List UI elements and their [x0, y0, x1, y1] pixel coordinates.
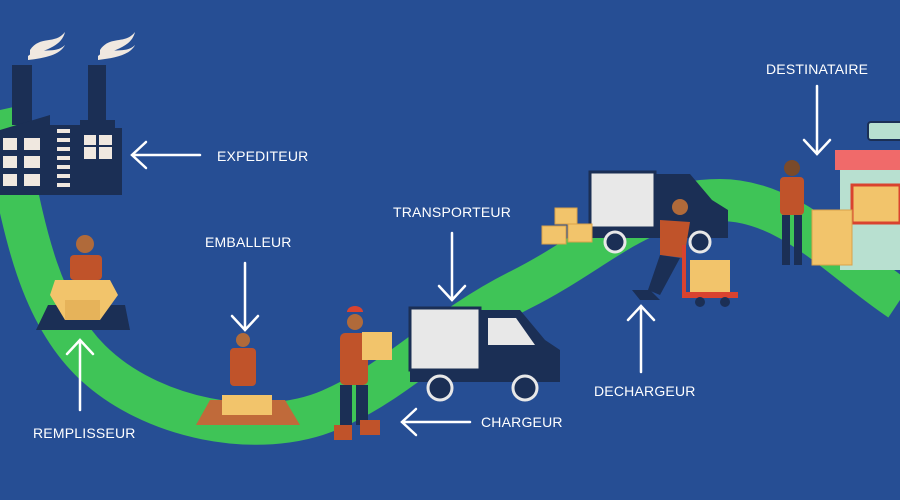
label-dechargeur: DECHARGEUR — [594, 383, 696, 399]
recipient-worker-icon — [780, 160, 853, 266]
boxes-stack-icon — [541, 207, 593, 245]
label-chargeur: CHARGEUR — [481, 414, 563, 430]
arrow-expediteur — [130, 140, 202, 170]
arrow-dechargeur — [626, 304, 656, 374]
delivery-truck-icon — [408, 306, 560, 402]
label-destinataire: DESTINATAIRE — [766, 61, 869, 77]
unloader-worker-icon — [632, 199, 738, 307]
label-emballeur: EMBALLEUR — [205, 234, 292, 250]
arrow-transporteur — [437, 231, 467, 302]
factory-icon — [0, 32, 135, 195]
filler-worker-icon — [36, 235, 130, 330]
arrow-chargeur — [400, 407, 472, 437]
label-remplisseur: REMPLISSEUR — [33, 425, 136, 441]
arrow-destinataire — [802, 84, 832, 156]
label-expediteur: EXPEDITEUR — [217, 148, 309, 164]
arrow-emballeur — [230, 261, 260, 332]
loader-worker-icon — [334, 306, 392, 440]
label-transporteur: TRANSPORTEUR — [393, 204, 512, 220]
packer-worker-icon — [196, 333, 300, 425]
arrow-remplisseur — [65, 338, 95, 412]
